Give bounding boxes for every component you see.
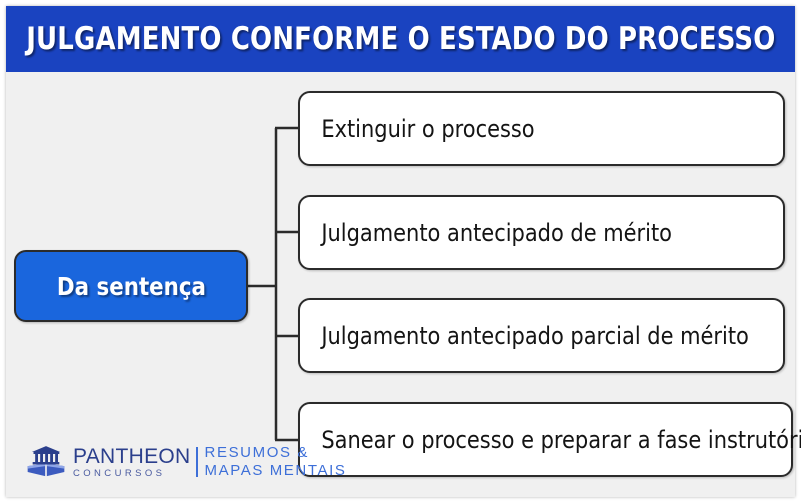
pantheon-building-book-icon [27, 446, 65, 477]
branch-node-label: Julgamento antecipado de mérito [321, 218, 672, 247]
logo-text-block: PANTHEON CONCURSOS RESUMOS & MAPAS MENTA… [73, 444, 346, 479]
mind-map-diagram: Da sentença Extinguir o processo Julgame… [6, 72, 801, 497]
logo-tagline-line2: MAPAS MENTAIS [204, 462, 347, 479]
branch-node-1[interactable]: Extinguir o processo [298, 91, 785, 166]
branch-node-4[interactable]: Sanear o processo e preparar a fase inst… [298, 402, 801, 477]
logo-brand-primary: PANTHEON [73, 444, 191, 468]
branch-node-2[interactable]: Julgamento antecipado de mérito [298, 195, 785, 270]
logo-tagline: RESUMOS & MAPAS MENTAIS [205, 444, 347, 479]
branch-node-label: Julgamento antecipado parcial de mérito [321, 321, 749, 350]
logo-tagline-line1: RESUMOS & [204, 444, 309, 462]
root-node-da-sentenca[interactable]: Da sentença [14, 250, 248, 322]
brand-logo: PANTHEON CONCURSOS RESUMOS & MAPAS MENTA… [26, 442, 346, 482]
page-title: JULGAMENTO CONFORME O ESTADO DO PROCESSO [25, 21, 776, 57]
header-band: JULGAMENTO CONFORME O ESTADO DO PROCESSO [6, 6, 795, 72]
logo-brand-secondary: CONCURSOS [73, 467, 166, 479]
root-node-label: Da sentença [56, 271, 206, 301]
branch-node-3[interactable]: Julgamento antecipado parcial de mérito [298, 298, 785, 373]
branch-node-label: Sanear o processo e preparar a fase inst… [321, 425, 801, 454]
logo-divider [195, 447, 198, 477]
branch-node-label: Extinguir o processo [321, 114, 535, 143]
logo-brand: PANTHEON CONCURSOS [73, 446, 191, 479]
